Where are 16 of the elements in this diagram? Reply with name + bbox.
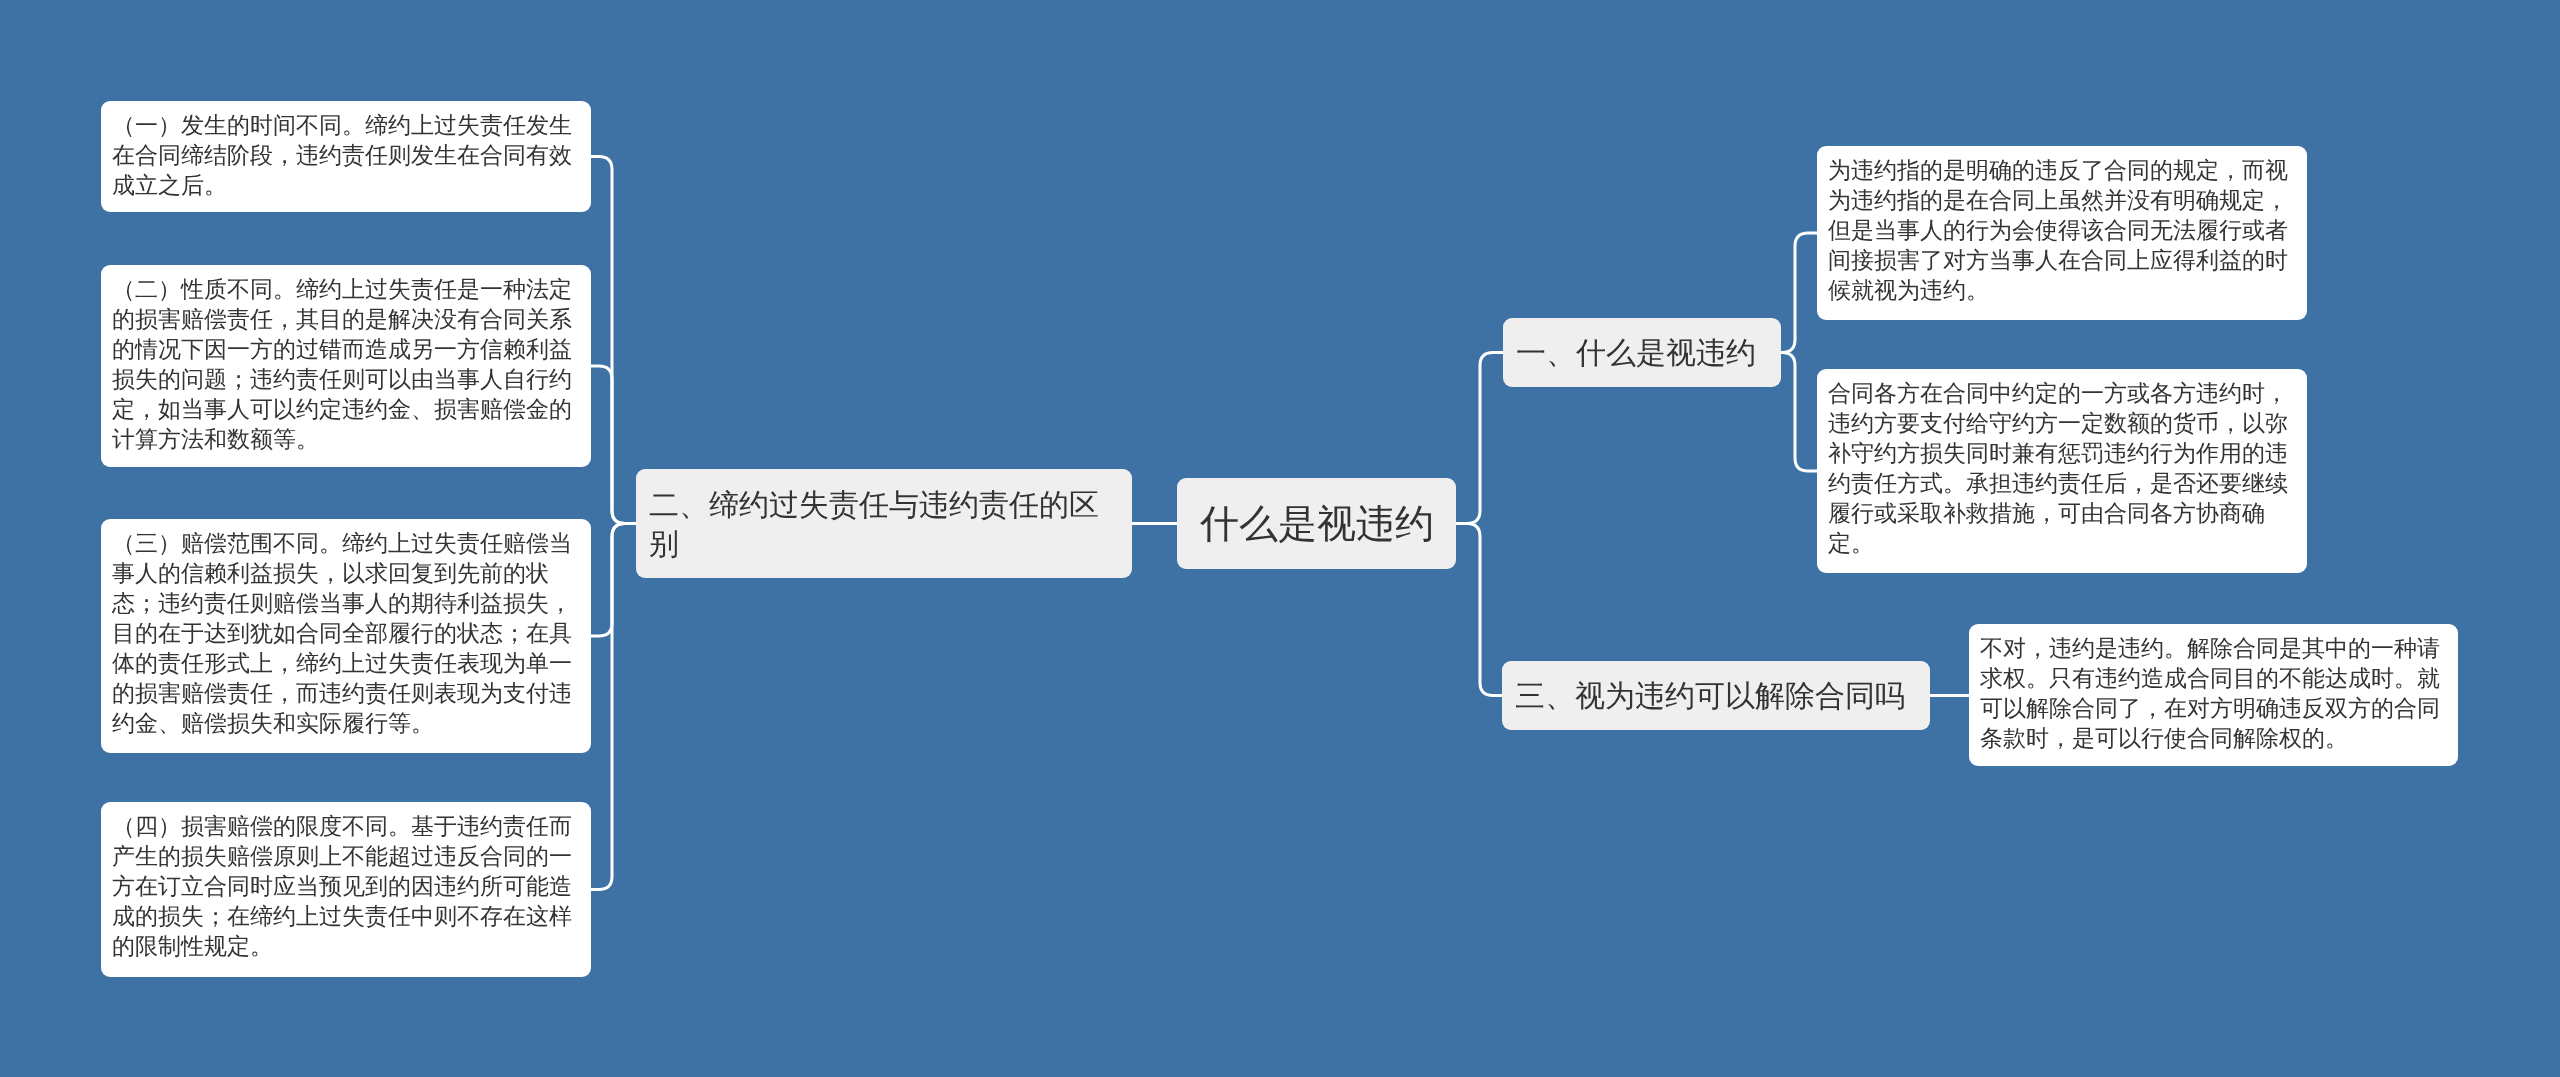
topic-box: 三、视为违约可以解除合同吗 [1502, 661, 1930, 730]
central-topic-box: 什么是视违约 [1177, 478, 1456, 569]
note-box: 合同各方在合同中约定的一方或各方违约时，违约方要支付给守约方一定数额的货币，以弥补守约方损失同时兼有惩罚违约行为作用的违约责任方式。承担违约责任后，是否还要继续履行或采取补救措施，可由合同各方协商确定。 [1817, 369, 2307, 573]
note-box: 不对，违约是违约。解除合同是其中的一种请求权。只有违约造成合同目的不能达成时。就可以解除合同了，在对方明确违反双方的合同条款时，是可以行使合同解除权的。 [1969, 624, 2458, 766]
connector-line [1930, 694, 1969, 697]
connector-line [591, 522, 636, 891]
note-box: （三）赔偿范围不同。缔约上过失责任赔偿当事人的信赖利益损失，以求回复到先前的状态；违约责任则赔偿当事人的期待利益损失，目的在于达到犹如合同全部履行的状态；在具体的责任形式上，缔约上过失责任表现为单一的损害赔偿责任，而违约责任则表现为支付违约金、赔偿损失和实际履行等。 [101, 519, 591, 753]
topic-box: 一、什么是视违约 [1503, 318, 1781, 387]
connector-line [1132, 522, 1177, 525]
topic-box: 二、缔约过失责任与违约责任的区别 [636, 469, 1132, 578]
note-box: （四）损害赔偿的限度不同。基于违约责任而产生的损失赔偿原则上不能超过违反合同的一方在订立合同时应当预见到的因违约所可能造成的损失；在缔约上过失责任中则不存在这样的限制性规定。 [101, 802, 591, 977]
connector-line [1456, 522, 1502, 697]
connector-line [1780, 351, 1817, 473]
note-box: 为违约指的是明确的违反了合同的规定，而视为违约指的是在合同上虽然并没有明确规定，但是当事人的行为会使得该合同无法履行或者间接损害了对方当事人在合同上应得利益的时候就视为违约。 [1817, 146, 2307, 320]
note-box: （二）性质不同。缔约上过失责任是一种法定的损害赔偿责任，其目的是解决没有合同关系的情况下因一方的过错而造成另一方信赖利益损失的问题；违约责任则可以由当事人自行约定，如当事人可以约定违约金、损害赔偿金的计算方法和数额等。 [101, 265, 591, 467]
note-box: （一）发生的时间不同。缔约上过失责任发生在合同缔结阶段，违约责任则发生在合同有效成立之后。 [101, 101, 591, 212]
